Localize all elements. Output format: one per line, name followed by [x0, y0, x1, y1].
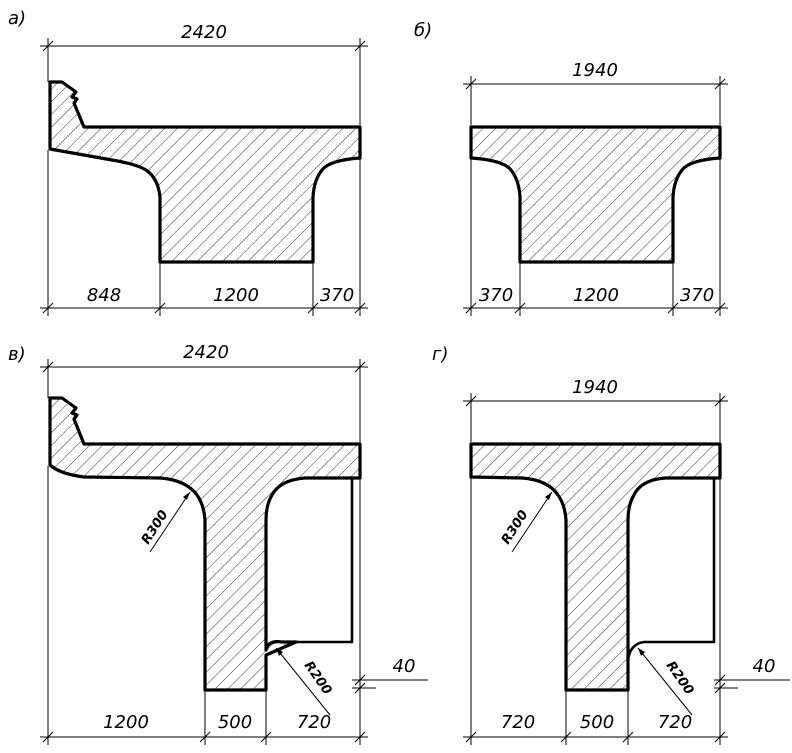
panel-b-dim-3: 370 [680, 285, 714, 306]
panel-v-radius-rib: R200 [301, 659, 335, 698]
panel-g-dim-1: 720 [501, 712, 535, 733]
panel-g-radius-rib: R200 [663, 659, 697, 698]
panel-g-section [469, 442, 722, 692]
panel-v-section [48, 396, 362, 692]
panel-b-dim-1: 370 [479, 285, 513, 306]
panel-b-top-dim: 1940 [572, 60, 618, 81]
panel-b-dim-2: 1200 [573, 285, 619, 306]
panel-v-label: в) [8, 344, 26, 365]
panel-g-side-dim: 40 [753, 656, 776, 677]
panel-v-dim-2: 500 [218, 712, 252, 733]
panel-v-top-dim: 2420 [183, 342, 229, 363]
panel-g-dim-3: 720 [658, 712, 692, 733]
panel-a-dim-2: 1200 [213, 285, 259, 306]
panel-g: г) 1940 R300 R200 40 720 500 720 [432, 344, 790, 745]
panel-a-dim-3: 370 [320, 285, 354, 306]
panel-g-label: г) [432, 344, 448, 365]
panel-g-dim-2: 500 [580, 712, 614, 733]
panel-a: а) 2420 848 1200 370 [8, 8, 368, 316]
panel-v-dim-3: 720 [297, 712, 331, 733]
panel-b: б) 1940 370 1200 370 [414, 20, 728, 316]
panel-v: в) 2420 R300 R200 40 1200 500 720 [8, 342, 428, 745]
panel-g-top-dim: 1940 [572, 377, 618, 398]
panel-g-radius-flange: R300 [499, 508, 532, 547]
panel-a-section [48, 80, 362, 264]
panel-v-side-dim: 40 [393, 656, 416, 677]
panel-a-top-dim: 2420 [181, 22, 227, 43]
panel-a-dim-1: 848 [87, 285, 121, 306]
panel-b-label: б) [414, 20, 432, 41]
panel-v-dim-1: 1200 [103, 712, 149, 733]
panel-b-section [469, 125, 722, 264]
panel-a-label: а) [8, 8, 26, 29]
